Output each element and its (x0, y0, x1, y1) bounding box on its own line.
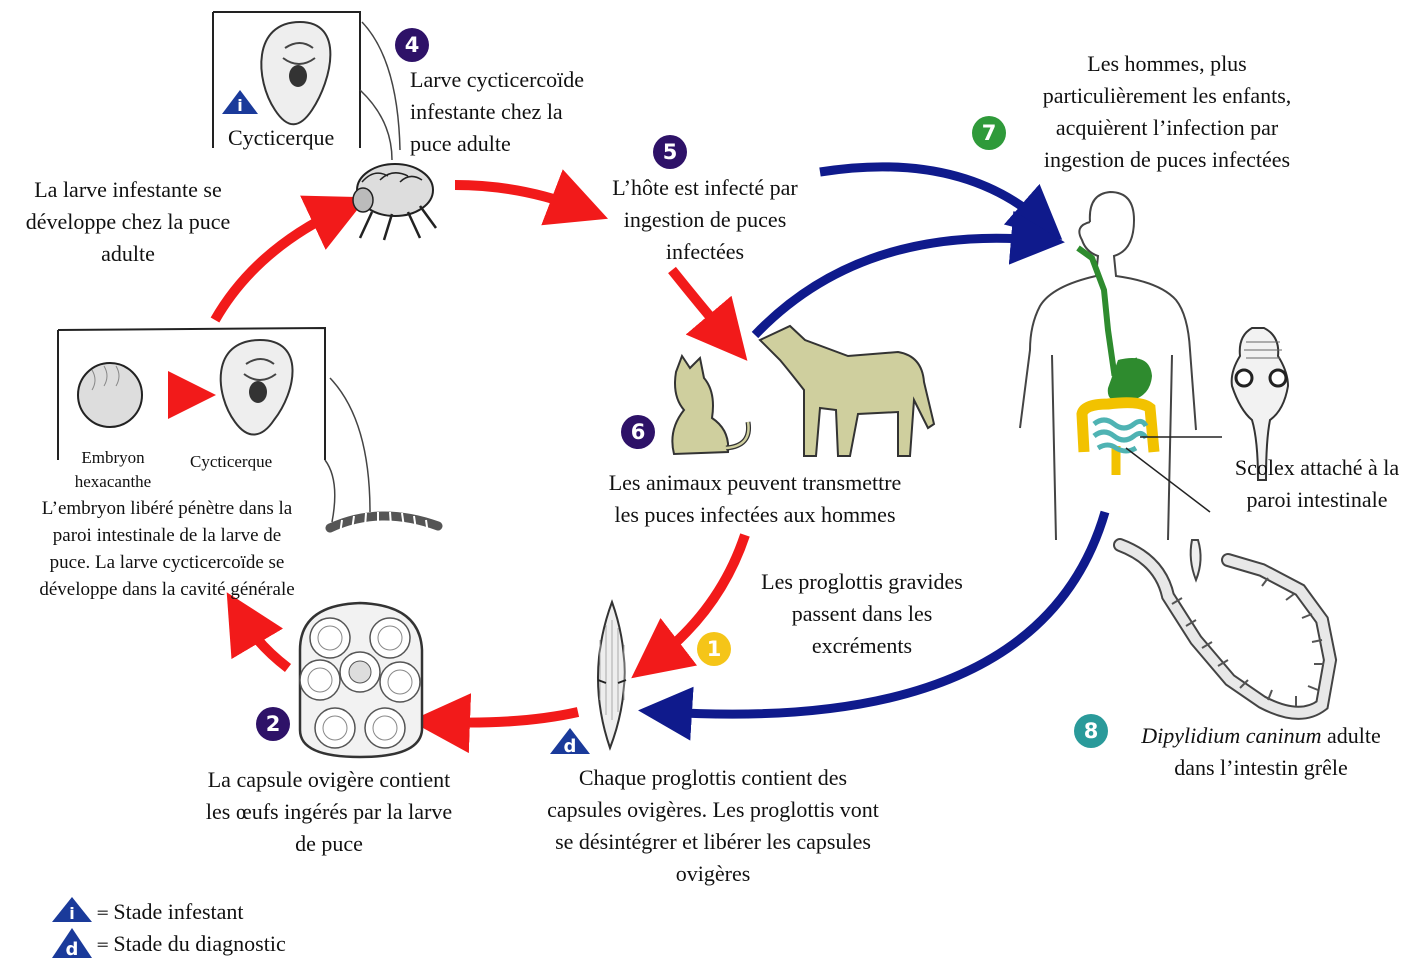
step6-text: Les animaux peuvent transmettre les puce… (570, 467, 940, 531)
species-suffix: adulte (1322, 723, 1381, 748)
step7-text: Les hommes, plus particulièrement les en… (1012, 48, 1322, 176)
legend-diagnostic: = Stade du diagnostic (94, 929, 286, 959)
legend-equals-1: = (96, 903, 109, 922)
step2-text: La capsule ovigère contient les œufs ing… (172, 764, 486, 860)
cysticercus-box-label: Cycticerque (190, 450, 272, 474)
badge-step-4: 4 (395, 28, 429, 62)
infective-mark-letter: i (237, 96, 242, 115)
badge-step-5: 5 (653, 135, 687, 169)
dog (760, 326, 934, 456)
flea (353, 164, 436, 240)
legend-diagnostic-letter: d (66, 939, 79, 960)
scolex-text: Scolex attaché à la paroi intestinale (1214, 452, 1420, 516)
arrow-host-text-to-human (820, 167, 1042, 222)
proglottis (598, 602, 626, 748)
cysticercus-top-label: Cycticerque (228, 122, 334, 154)
arrow-flea-to-host (455, 185, 580, 208)
badge-step-7: 7 (972, 116, 1006, 150)
cat (672, 356, 748, 454)
legend-infective: = Stade infestant (94, 897, 244, 927)
diagnostic-mark-letter: d (564, 736, 577, 757)
step8-line2: dans l’intestin grêle (1116, 752, 1406, 784)
badge-step-8: 8 (1074, 714, 1108, 748)
proglottis-text: Chaque proglottis contient des capsules … (510, 762, 916, 890)
legend-equals-2: = (96, 935, 109, 954)
arrow-capsule-to-embryo (242, 618, 288, 668)
step1-text: Les proglottis gravides passent dans les… (740, 566, 984, 662)
adult-worm (1120, 540, 1330, 713)
species-name: Dipylidium caninum (1141, 723, 1321, 748)
legend-diagnostic-label: Stade du diagnostic (113, 931, 285, 957)
badge-step-1: 1 (697, 632, 731, 666)
embryo-label: Embryon hexacanthe (60, 446, 166, 494)
flea-develop-text: La larve infestante se développe chez la… (5, 174, 251, 270)
arrow-host-to-animals (672, 270, 728, 338)
badge-step-6: 6 (621, 415, 655, 449)
legend-infective-letter: i (69, 904, 74, 923)
step5-text: L’hôte est infecté par ingestion de puce… (585, 172, 825, 268)
arrow-proglottis-to-capsule (440, 712, 578, 723)
flea-larva (330, 512, 438, 534)
badge-step-2: 2 (256, 707, 290, 741)
egg-capsule (300, 603, 422, 757)
human-figure (1020, 192, 1196, 540)
embryo-text: L’embryon libéré pénètre dans la paroi i… (12, 495, 322, 603)
step4-text: Larve cycticercoïde infestante chez la p… (410, 64, 584, 160)
step8-text: Dipylidium caninum adulte dans l’intesti… (1116, 720, 1406, 784)
legend-infective-label: Stade infestant (113, 899, 243, 925)
